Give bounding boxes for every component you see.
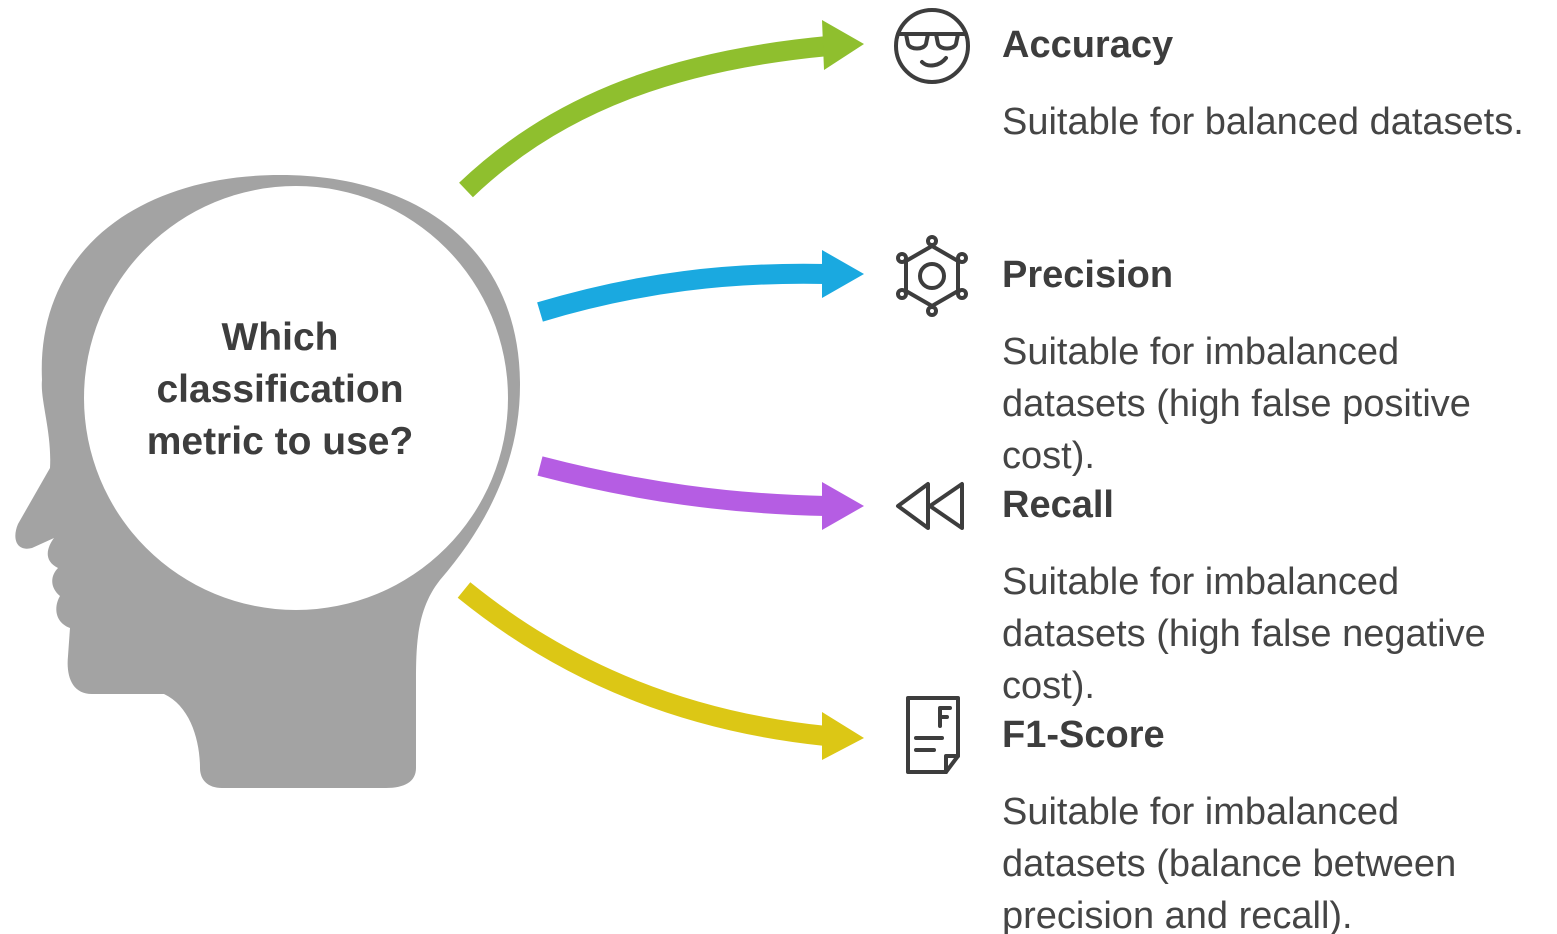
arrow-accuracy [459,36,829,198]
arrowhead-f1-score [822,712,864,760]
arrow-recall [537,456,827,516]
option-desc-accuracy: Suitable for balanced datasets. [1002,101,1524,143]
arrowhead-recall [822,482,864,530]
option-title-recall: Recall [1002,484,1114,526]
question-line-1: Which [221,316,339,359]
f-document-icon [906,696,960,774]
head-inner-circle [84,186,508,610]
option-title-accuracy: Accuracy [1002,24,1174,66]
option-title-precision: Precision [1002,254,1174,296]
question-text: Which classification metric to use? [120,312,440,468]
option-title-f1-score: F1-Score [1002,714,1165,756]
option-desc-recall: Suitable for imbalanced datasets (high f… [1002,561,1486,707]
rewind-icon [896,482,964,530]
question-line-2: classification [156,368,404,411]
target-gear-icon [896,235,968,317]
question-line-3: metric to use? [146,420,414,463]
arrowhead-precision [822,250,864,298]
arrow-precision [537,263,827,322]
arrowhead-accuracy [822,20,864,70]
option-desc-f1-score: Suitable for imbalanced datasets (balanc… [1002,791,1457,934]
sunglasses-face-icon [894,8,970,84]
option-desc-precision: Suitable for imbalanced datasets (high f… [1002,331,1471,477]
arrow-f1-score [457,582,828,746]
